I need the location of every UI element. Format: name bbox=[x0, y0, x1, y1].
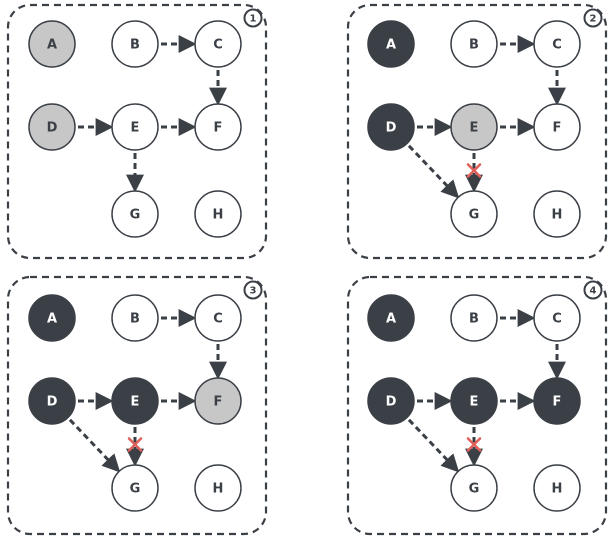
node-label: C bbox=[552, 38, 562, 53]
node-e: E bbox=[111, 377, 159, 425]
node-g: G bbox=[450, 464, 498, 512]
node-a: A bbox=[367, 294, 415, 342]
node-b: B bbox=[111, 20, 159, 68]
node-a: A bbox=[367, 20, 415, 68]
blocked-edge-cross-icon bbox=[127, 437, 143, 452]
step-badge-label: 1 bbox=[250, 14, 257, 25]
step-badge-circle bbox=[583, 280, 603, 300]
blocked-edge-cross-icon bbox=[466, 437, 482, 452]
step-badge-circle bbox=[243, 8, 263, 28]
node-g: G bbox=[450, 190, 498, 238]
node-label: A bbox=[47, 38, 57, 53]
node-h: H bbox=[533, 464, 581, 512]
edge-d-to-g bbox=[407, 144, 460, 199]
node-h: H bbox=[194, 464, 242, 512]
node-label: D bbox=[47, 395, 58, 410]
step-badge-circle bbox=[583, 8, 603, 28]
node-label: H bbox=[213, 208, 224, 223]
node-g: G bbox=[111, 190, 159, 238]
node-c: C bbox=[533, 20, 581, 68]
blocked-edge-cross-icon bbox=[466, 163, 482, 178]
step-badge-circle bbox=[243, 280, 263, 300]
node-d: D bbox=[28, 377, 76, 425]
panel-frame bbox=[6, 3, 268, 260]
step-badge-label: 3 bbox=[250, 286, 257, 297]
node-label: E bbox=[470, 395, 479, 410]
node-label: F bbox=[214, 395, 223, 410]
node-label: E bbox=[131, 121, 140, 136]
node-label: H bbox=[213, 482, 224, 497]
node-b: B bbox=[450, 20, 498, 68]
node-label: D bbox=[386, 121, 397, 136]
node-label: G bbox=[130, 482, 141, 497]
node-label: H bbox=[552, 208, 563, 223]
node-b: B bbox=[450, 294, 498, 342]
node-e: E bbox=[450, 103, 498, 151]
node-label: F bbox=[553, 121, 562, 136]
node-label: A bbox=[47, 312, 57, 327]
node-label: A bbox=[386, 312, 396, 327]
node-h: H bbox=[194, 190, 242, 238]
node-label: G bbox=[130, 208, 141, 223]
node-label: A bbox=[386, 38, 396, 53]
node-label: G bbox=[469, 482, 480, 497]
node-a: A bbox=[28, 294, 76, 342]
node-d: D bbox=[367, 377, 415, 425]
node-label: G bbox=[469, 208, 480, 223]
node-label: C bbox=[213, 312, 223, 327]
node-b: B bbox=[111, 294, 159, 342]
panel-2: 2A B C D E F G H bbox=[346, 3, 608, 260]
panel-frame bbox=[346, 3, 608, 260]
node-e: E bbox=[450, 377, 498, 425]
node-label: B bbox=[469, 38, 479, 53]
edge-d-to-g bbox=[407, 418, 460, 473]
node-f: F bbox=[194, 103, 242, 151]
node-label: D bbox=[47, 121, 58, 136]
node-label: F bbox=[214, 121, 223, 136]
panel-frame bbox=[346, 275, 608, 536]
panel-3: 3A B C D E F G H bbox=[6, 275, 268, 536]
node-f: F bbox=[194, 377, 242, 425]
node-label: E bbox=[131, 395, 140, 410]
node-f: F bbox=[533, 377, 581, 425]
node-e: E bbox=[111, 103, 159, 151]
node-c: C bbox=[194, 294, 242, 342]
panel-4: 4A B C D E F G H bbox=[346, 275, 608, 536]
node-label: H bbox=[552, 482, 563, 497]
node-c: C bbox=[194, 20, 242, 68]
step-badge-label: 2 bbox=[590, 14, 597, 25]
edge-d-to-g bbox=[68, 418, 121, 473]
step-badge-label: 4 bbox=[590, 286, 597, 297]
node-c: C bbox=[533, 294, 581, 342]
node-label: D bbox=[386, 395, 397, 410]
node-label: F bbox=[553, 395, 562, 410]
node-f: F bbox=[533, 103, 581, 151]
node-label: B bbox=[130, 312, 140, 327]
node-a: A bbox=[28, 20, 76, 68]
node-label: C bbox=[213, 38, 223, 53]
node-label: E bbox=[470, 121, 479, 136]
node-label: B bbox=[469, 312, 479, 327]
node-label: C bbox=[552, 312, 562, 327]
node-h: H bbox=[533, 190, 581, 238]
panel-frame bbox=[6, 275, 268, 536]
node-d: D bbox=[28, 103, 76, 151]
node-d: D bbox=[367, 103, 415, 151]
panel-1: 1A B C D E F G H bbox=[6, 3, 268, 260]
node-g: G bbox=[111, 464, 159, 512]
node-label: B bbox=[130, 38, 140, 53]
